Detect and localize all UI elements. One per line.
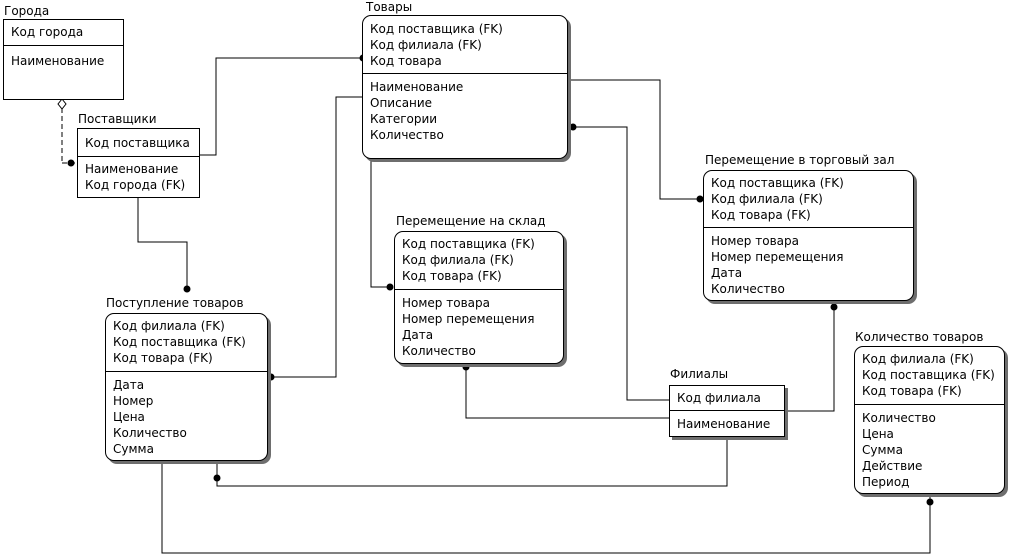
key-field: Код поставщика (FK) [402,237,535,251]
entity-title-goods: Товары [366,0,413,14]
branches-key-section: Код филиала [670,390,784,406]
rel-count-receipts [161,461,931,554]
key-field: Код города [11,25,84,39]
attr-field: Номер перемещения [402,312,535,326]
attr-field: Дата [402,328,434,342]
rel-suppliers-goods [200,57,362,156]
attr-field: Дата [711,266,743,280]
rel-cities-diamond [57,98,67,110]
attr-field: Наименование [677,417,771,431]
attr-field: Номер товара [711,234,799,248]
key-field: Код поставщика (FK) [711,176,844,190]
key-field: Код товара (FK) [862,384,962,398]
rel-count-receipts-dot [926,498,934,506]
receipts-key-section: Код филиала (FK) Код поставщика (FK) Код… [106,318,267,366]
key-field: Код филиала (FK) [862,352,974,366]
goods-count-attr-section: Количество Цена Сумма Действие Период [855,404,1004,490]
entity-title-goods-count: Количество товаров [855,330,984,344]
key-field: Код товара [370,54,442,68]
attr-field: Цена [862,427,894,441]
key-field: Код поставщика (FK) [113,335,246,349]
entity-cities[interactable]: Код города Наименование [3,19,124,100]
attr-field: Сумма [862,443,903,457]
rel-branches-warehouse [465,365,669,419]
attr-field: Действие [862,459,923,473]
key-field: Код поставщика [85,136,190,150]
key-field: Код товара (FK) [402,269,502,283]
key-field: Код поставщика (FK) [370,22,503,36]
entity-title-cities: Города [4,4,50,18]
attr-field: Дата [113,378,145,392]
hall-attr-section: Номер товара Номер перемещения Дата Коли… [704,227,913,297]
receipts-attr-section: Дата Номер Цена Количество Сумма [106,371,267,457]
warehouse-attr-section: Номер товара Номер перемещения Дата Коли… [395,289,563,359]
attr-field: Наименование [370,80,464,94]
key-field: Код филиала (FK) [402,253,514,267]
rel-suppliers-receipts-dot [183,285,191,293]
attr-field: Номер товара [402,296,490,310]
cities-attr-section: Наименование [4,45,123,69]
attr-field: Сумма [113,442,154,456]
rel-goods-hall-dot [696,195,704,203]
entity-warehouse-move[interactable]: Код поставщика (FK) Код филиала (FK) Код… [394,231,564,364]
rel-branches-goods-dot [569,123,577,131]
rel-goods-warehouse [370,160,393,288]
entity-title-hall-move: Перемещение в торговый зал [705,153,895,167]
suppliers-key-section: Код поставщика [78,135,199,151]
attr-field: Наименование [11,54,105,68]
goods-attr-section: Наименование Описание Категории Количест… [363,73,567,143]
entity-title-suppliers: Поставщики [78,112,157,126]
entity-title-warehouse-move: Перемещение на склад [396,214,546,228]
rel-goods-warehouse-dot [386,283,394,291]
entity-hall-move[interactable]: Код поставщика (FK) Код филиала (FK) Код… [703,170,914,301]
branches-attr-section: Наименование [670,410,784,432]
rel-goods-receipts [268,96,362,378]
rel-suppliers-receipts [137,198,188,289]
rel-branches-goods [570,126,669,401]
entity-title-receipts: Поступление товаров [106,296,244,310]
attr-field: Номер [113,394,154,408]
key-field: Код товара (FK) [113,351,213,365]
attr-field: Количество [711,282,785,296]
key-field: Код филиала (FK) [113,319,225,333]
entity-goods-count[interactable]: Код филиала (FK) Код поставщика (FK) Код… [854,346,1005,494]
hall-key-section: Код поставщика (FK) Код филиала (FK) Код… [704,175,913,223]
rel-goods-hall [568,79,703,200]
entity-suppliers[interactable]: Код поставщика Наименование Код города (… [77,128,200,198]
goods-key-section: Код поставщика (FK) Код филиала (FK) Код… [363,21,567,69]
key-field: Код поставщика (FK) [862,368,995,382]
attr-field: Наименование [85,162,179,176]
attr-field: Количество [370,128,444,142]
key-field: Код филиала (FK) [711,192,823,206]
attr-field: Количество [402,344,476,358]
attr-field: Описание [370,96,433,110]
attr-field: Количество [113,426,187,440]
key-field: Код филиала [677,391,761,405]
rel-branches-receipts-dot [213,474,221,482]
attr-field: Категории [370,112,438,126]
attr-field: Номер перемещения [711,250,844,264]
entity-goods[interactable]: Код поставщика (FK) Код филиала (FK) Код… [362,15,568,159]
rel-cities-suppliers-dot [67,159,75,167]
cities-key-section: Код города [4,24,123,40]
attr-field: Период [862,475,910,489]
entity-branches[interactable]: Код филиала Наименование [669,385,785,437]
rel-branches-receipts [216,437,728,487]
attr-field: Цена [113,410,145,424]
entity-title-branches: Филиалы [670,367,729,381]
attr-field: Код города (FK) [85,178,186,192]
attr-field: Количество [862,411,936,425]
key-field: Код товара (FK) [711,208,811,222]
suppliers-attr-section: Наименование Код города (FK) [78,156,199,193]
warehouse-key-section: Код поставщика (FK) Код филиала (FK) Код… [395,236,563,284]
entity-receipts[interactable]: Код филиала (FK) Код поставщика (FK) Код… [105,313,268,461]
rel-branches-warehouse-dot [462,363,470,371]
rel-branches-hall [785,305,835,412]
rel-goods-receipts-dot [267,373,275,381]
rel-branches-hall-dot [830,303,838,311]
goods-count-key-section: Код филиала (FK) Код поставщика (FK) Код… [855,351,1004,399]
key-field: Код филиала (FK) [370,38,482,52]
